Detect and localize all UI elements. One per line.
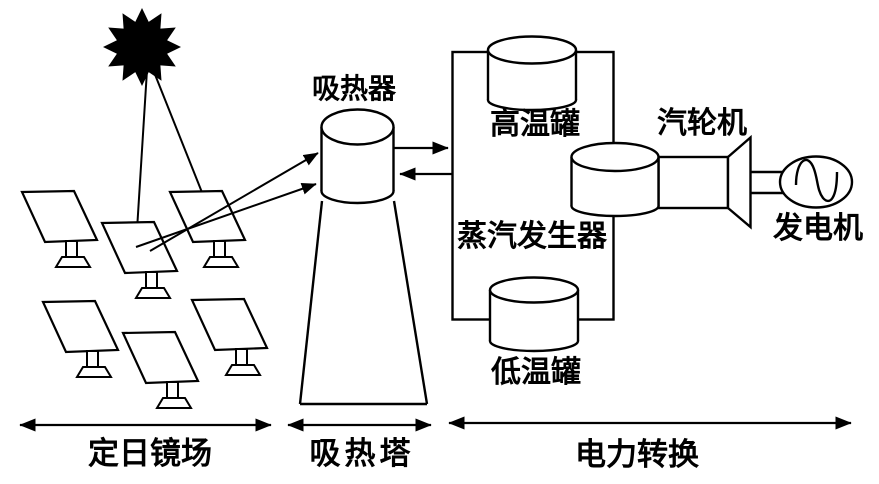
heliostat-icon [41,299,120,379]
steam-generator-label: 蒸汽发生器 [457,220,607,253]
heliostat-icon [121,330,200,410]
absorber-label: 吸热器 [311,74,397,105]
sun-ray [135,69,148,247]
tank-cylinder-icon [488,276,580,353]
heliostat-icon [190,297,269,377]
turbine-label: 汽轮机 [657,107,747,140]
tank-cylinder-icon [570,141,660,218]
sun-icon [103,8,181,86]
flow-arrow-icon [135,183,317,248]
high-temp-tank-label: 高温罐 [490,108,580,141]
low-temp-tank-label: 低温罐 [491,356,581,389]
tank-cylinder-icon [486,35,578,112]
tower-icon [298,200,429,406]
power-conversion-zone-label: 电力转换 [575,437,699,472]
turbine-icon [657,134,752,230]
heliostat-icon [20,189,99,269]
sine-wave-icon [794,158,839,203]
heliostat-icon [100,220,179,300]
receiver-cylinder-icon [320,108,395,205]
reflected-ray-arrows [135,152,319,252]
absorber-tower-zone-label: 吸热塔 [309,436,415,471]
heliostat-field-zone-label: 定日镜场 [88,436,212,471]
zone-arrows [19,416,852,432]
shaft-lines [750,170,784,195]
flow-arrow-icon [149,152,319,252]
generator-ac-icon [778,155,854,209]
generator-label: 发电机 [773,212,863,245]
